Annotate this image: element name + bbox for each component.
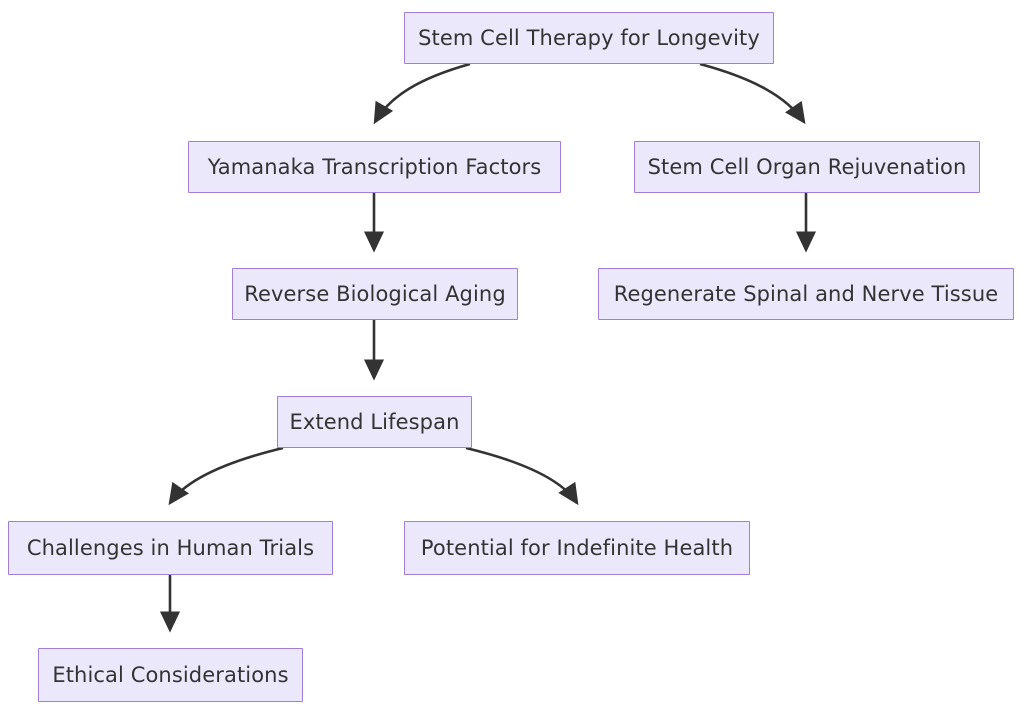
node-reverse-biological-aging[interactable]: Reverse Biological Aging — [232, 268, 518, 320]
node-label: Challenges in Human Trials — [26, 535, 315, 560]
node-label: Extend Lifespan — [289, 409, 460, 434]
node-label: Stem Cell Therapy for Longevity — [418, 25, 760, 50]
node-label: Reverse Biological Aging — [244, 281, 506, 306]
edge-extend-to-potential — [465, 446, 579, 506]
node-label: Ethical Considerations — [52, 662, 289, 687]
node-potential-for-indefinite-health[interactable]: Potential for Indefinite Health — [404, 521, 750, 575]
edge-root-to-yamanaka — [373, 62, 471, 125]
edge-extend-to-challenges — [168, 446, 284, 506]
node-label: Stem Cell Organ Rejuvenation — [647, 154, 967, 179]
node-stem-cell-organ-rejuvenation[interactable]: Stem Cell Organ Rejuvenation — [634, 141, 980, 193]
node-ethical-considerations[interactable]: Ethical Considerations — [38, 648, 303, 702]
node-stem-cell-therapy-for-longevity[interactable]: Stem Cell Therapy for Longevity — [404, 12, 774, 64]
node-yamanaka-transcription-factors[interactable]: Yamanaka Transcription Factors — [188, 141, 561, 193]
node-label: Yamanaka Transcription Factors — [207, 154, 542, 179]
node-extend-lifespan[interactable]: Extend Lifespan — [277, 396, 472, 448]
node-challenges-in-human-trials[interactable]: Challenges in Human Trials — [8, 521, 333, 575]
edge-root-to-organ — [699, 62, 806, 125]
node-label: Potential for Indefinite Health — [420, 535, 734, 560]
node-label: Regenerate Spinal and Nerve Tissue — [613, 281, 999, 306]
node-regenerate-spinal-and-nerve-tissue[interactable]: Regenerate Spinal and Nerve Tissue — [598, 268, 1014, 320]
